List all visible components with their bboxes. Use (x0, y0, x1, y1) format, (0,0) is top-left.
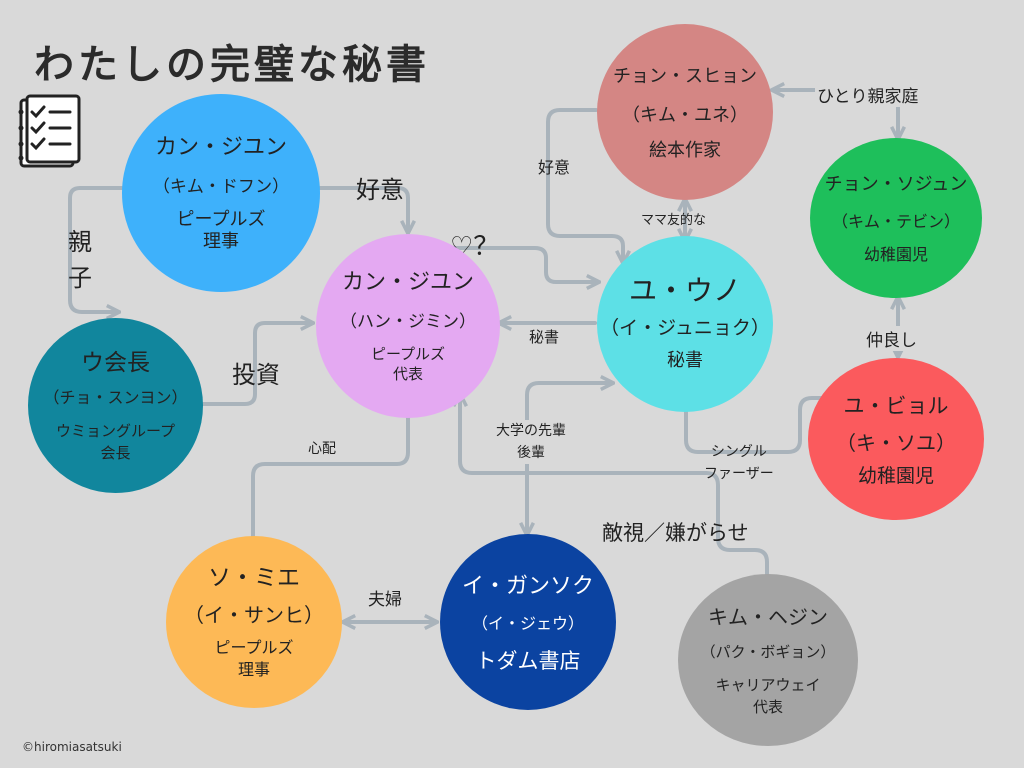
edge-worry (251, 392, 408, 540)
label-invest: 投資 (232, 361, 280, 389)
label-favor-top: 好意 (356, 176, 404, 204)
copyright-text: ©hiromiasatsuki (22, 740, 122, 754)
edge-favor-top (318, 186, 408, 232)
node-kang-jun-ceo: カン・ジユン （ハン・ジミン） ピープルズ 代表 (316, 234, 500, 418)
label-good-friends: 仲良し (866, 326, 917, 351)
edge-parent-child (68, 186, 124, 312)
edge-hostility (460, 395, 769, 580)
node-yu-eunho: ユ・ウノ （イ・ジュニョク） 秘書 (597, 236, 773, 412)
label-hostility: 敵視／嫌がらせ (602, 521, 749, 545)
label-single-father: シングル ファーザー (704, 444, 774, 482)
edge-senior-junior (527, 383, 612, 534)
label-mama-friendly: ママ友的な (641, 213, 707, 228)
page-title: わたしの完璧な秘書 (34, 42, 430, 88)
node-kang-jun-director: カン・ジユン （キム・ドフン） ピープルズ 理事 (122, 94, 320, 292)
node-jung-sojun: チョン・ソジュン （キム・テビン） 幼稚園児 (810, 138, 982, 298)
label-couple: 夫婦 (368, 590, 402, 610)
checklist-clipboard-icon (18, 94, 81, 168)
edge-favor-right (546, 108, 623, 262)
label-parent-child: 親 子 (68, 228, 92, 292)
node-yu-byeol: ユ・ビョル （キ・ソユ） 幼稚園児 (808, 358, 984, 520)
label-secretary: 秘書 (529, 328, 560, 346)
label-worry: 心配 (308, 441, 336, 457)
label-favor-right: 好意 (538, 158, 571, 177)
node-jung-suhyun: チョン・スヒョン （キム・ユネ） 絵本作家 (597, 24, 773, 200)
label-single-parent: ひとり親家庭 (815, 82, 921, 107)
node-kim-hejin: キム・ヘジン （パク・ボギョン） キャリアウェイ 代表 (678, 574, 858, 746)
edge-single-father (686, 390, 828, 454)
node-lee-gansok: イ・ガンソク （イ・ジェウ） トダム書店 (440, 534, 616, 710)
edge-invest (201, 323, 312, 406)
node-so-mie: ソ・ミエ （イ・サンヒ） ピープルズ 理事 (166, 536, 342, 708)
label-senior-junior: 大学の先輩 後輩 (496, 420, 566, 464)
node-woo-chairman: ウ会長 （チョ・スンヨン） ウミョングループ 会長 (28, 318, 203, 493)
